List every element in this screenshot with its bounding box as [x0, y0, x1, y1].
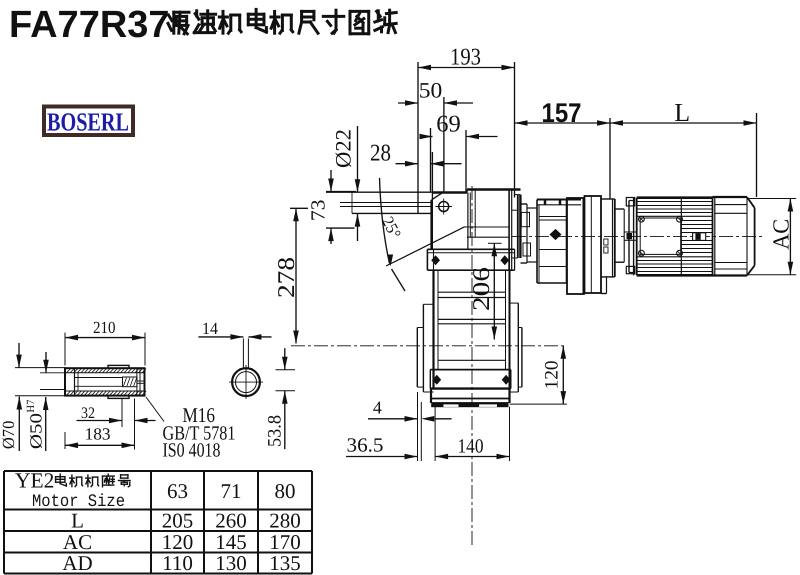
svg-text:130: 130: [215, 551, 247, 575]
svg-text:32: 32: [81, 405, 95, 422]
svg-text:69: 69: [436, 112, 461, 138]
svg-text:71: 71: [221, 479, 242, 503]
svg-text:260: 260: [215, 508, 247, 532]
svg-text:278: 278: [274, 257, 300, 298]
svg-text:170: 170: [269, 530, 301, 554]
svg-text:80: 80: [275, 479, 296, 503]
svg-text:AC: AC: [768, 219, 793, 250]
svg-text:YE2: YE2: [15, 469, 54, 493]
svg-text:145: 145: [215, 530, 247, 554]
svg-text:135: 135: [269, 551, 301, 575]
svg-text:FA77R37: FA77R37: [9, 4, 170, 46]
svg-text:50: 50: [419, 78, 443, 103]
svg-text:4: 4: [373, 398, 382, 418]
svg-text:AD: AD: [62, 551, 92, 575]
svg-text:193: 193: [450, 45, 481, 71]
svg-text:73: 73: [308, 199, 330, 221]
svg-text:AC: AC: [63, 530, 92, 554]
svg-text:157: 157: [542, 98, 582, 128]
svg-text:210: 210: [93, 318, 116, 337]
svg-text:Ø70: Ø70: [0, 421, 18, 450]
svg-text:M16: M16: [183, 403, 216, 427]
svg-text:110: 110: [162, 551, 193, 575]
svg-text:GB/T 5781: GB/T 5781: [163, 423, 236, 445]
svg-text:Motor Size: Motor Size: [32, 492, 125, 512]
svg-text:63: 63: [167, 479, 188, 503]
svg-text:36.5: 36.5: [347, 435, 384, 457]
svg-text:120: 120: [162, 530, 194, 554]
svg-text:IS0 4018: IS0 4018: [163, 440, 221, 462]
svg-text:H7: H7: [25, 399, 37, 412]
svg-text:280: 280: [269, 508, 301, 532]
svg-text:140: 140: [458, 436, 484, 458]
svg-text:BOSERL: BOSERL: [47, 108, 129, 137]
svg-text:28: 28: [370, 141, 391, 167]
svg-text:Ø50: Ø50: [27, 413, 46, 449]
svg-text:120: 120: [542, 360, 563, 389]
svg-text:Ø22: Ø22: [331, 129, 356, 168]
svg-text:L: L: [71, 508, 84, 532]
svg-text:L: L: [674, 98, 690, 127]
svg-text:205: 205: [162, 508, 194, 532]
svg-text:206: 206: [469, 267, 495, 311]
svg-text:183: 183: [85, 425, 111, 444]
svg-text:53.8: 53.8: [265, 415, 286, 447]
svg-text:14: 14: [202, 319, 218, 338]
